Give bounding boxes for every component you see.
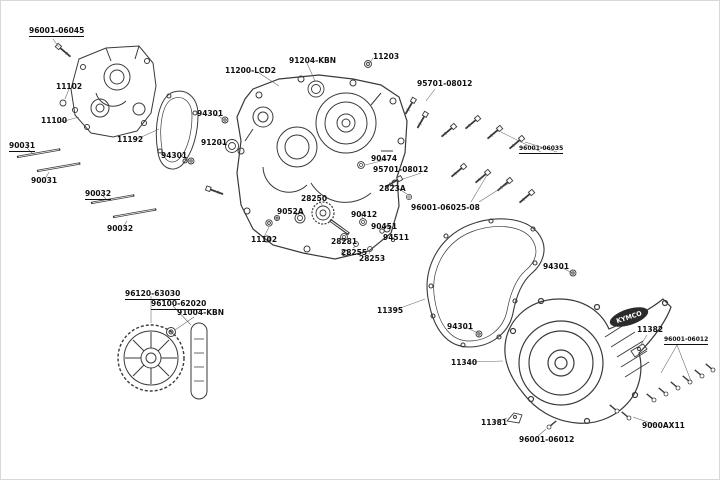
part-fan-pulley-96120	[117, 322, 208, 400]
part-seals-and-dowels	[187, 60, 577, 338]
hardware-bolts-and-studs	[15, 42, 717, 431]
part-gear-cluster-28250	[265, 161, 413, 252]
part-brackets	[506, 343, 648, 424]
part-cover-11340: KYMCO	[504, 297, 672, 425]
part-gasket-11395	[426, 218, 545, 348]
brand-badge	[609, 307, 649, 327]
leader-lines	[26, 38, 692, 438]
part-crankcase-main-11200	[236, 74, 408, 260]
part-crankcase-left-11100	[70, 45, 157, 138]
part-gasket-11192	[155, 90, 199, 170]
